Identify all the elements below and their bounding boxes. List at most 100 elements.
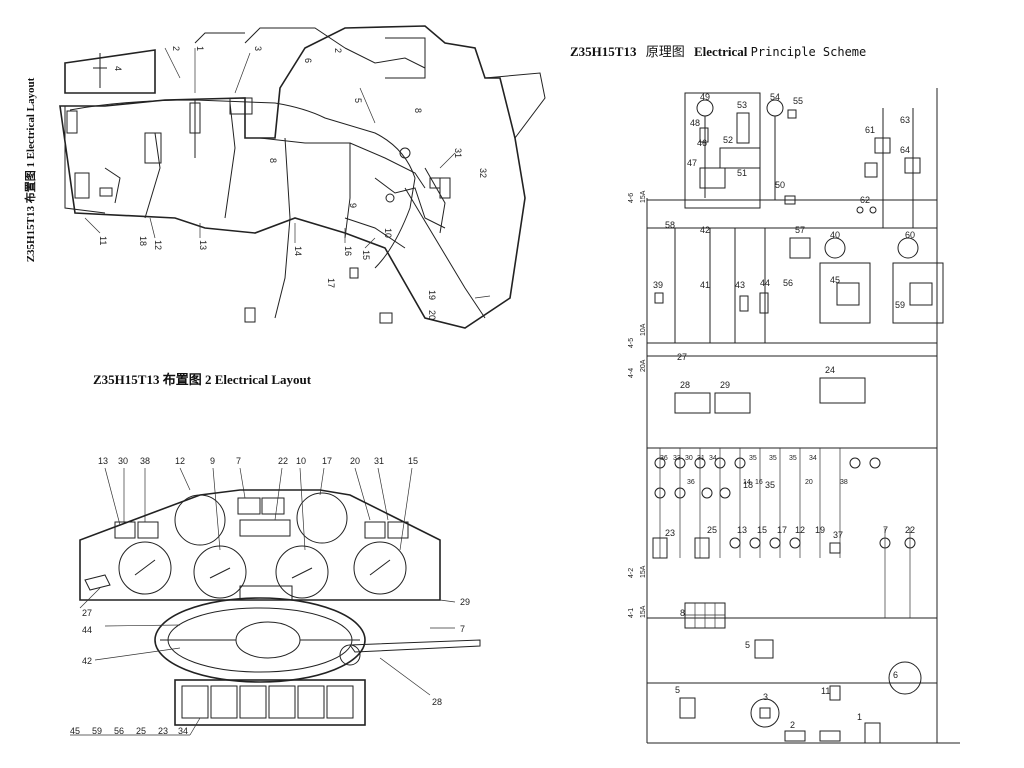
svg-text:12: 12 xyxy=(175,456,185,466)
scheme-diagram: 4-6 15A 4-5 10A 4-4 20A 4-2 15A 4-1 15A … xyxy=(628,88,960,744)
scheme-title-cn: 原理图 xyxy=(645,44,685,59)
svg-text:13: 13 xyxy=(737,525,747,535)
svg-text:15A: 15A xyxy=(640,605,647,618)
svg-text:31: 31 xyxy=(374,456,384,466)
layout1-title: Z35H15T13 布置图 1 Electrical Layout xyxy=(25,77,37,263)
svg-text:34: 34 xyxy=(178,726,188,736)
scheme-title: Z35H15T13 原理图 Electrical Principle Schem… xyxy=(570,41,866,60)
svg-text:34: 34 xyxy=(809,455,817,462)
svg-text:18: 18 xyxy=(743,480,753,490)
layout1-diagram: 4 2 1 3 2 5 6 8 8 31 32 9 10 11 18 12 13… xyxy=(59,25,546,329)
svg-text:6: 6 xyxy=(893,670,898,680)
svg-text:45: 45 xyxy=(70,726,80,736)
callout-42: 42 xyxy=(82,656,92,666)
svg-text:35: 35 xyxy=(789,455,797,462)
svg-text:20: 20 xyxy=(350,456,360,466)
svg-text:23: 23 xyxy=(665,528,675,538)
svg-text:54: 54 xyxy=(770,92,780,102)
svg-text:15: 15 xyxy=(361,250,371,260)
svg-text:13: 13 xyxy=(198,240,208,250)
svg-text:56: 56 xyxy=(783,278,793,288)
callout-44: 44 xyxy=(82,625,92,635)
svg-text:38: 38 xyxy=(840,479,848,486)
svg-text:45: 45 xyxy=(830,275,840,285)
svg-text:5: 5 xyxy=(353,98,363,103)
svg-text:35: 35 xyxy=(749,455,757,462)
callout-28: 28 xyxy=(432,697,442,707)
svg-text:35: 35 xyxy=(769,455,777,462)
callout-27: 27 xyxy=(82,608,92,618)
svg-text:27: 27 xyxy=(677,352,687,362)
svg-text:37: 37 xyxy=(833,530,843,540)
scheme-title-code: Z35H15T13 xyxy=(570,44,637,59)
svg-text:40: 40 xyxy=(830,230,840,240)
svg-text:4: 4 xyxy=(113,66,123,71)
svg-text:20: 20 xyxy=(805,479,813,486)
svg-text:7: 7 xyxy=(236,456,241,466)
svg-text:32: 32 xyxy=(478,168,488,178)
svg-text:14: 14 xyxy=(293,246,303,256)
layout2-title: Z35H15T13 布置图 2 Electrical Layout xyxy=(93,372,312,387)
svg-text:33: 33 xyxy=(673,455,681,462)
svg-text:48: 48 xyxy=(690,118,700,128)
svg-text:43: 43 xyxy=(735,280,745,290)
svg-text:6: 6 xyxy=(303,58,313,63)
svg-text:56: 56 xyxy=(114,726,124,736)
svg-text:12: 12 xyxy=(795,525,805,535)
svg-text:64: 64 xyxy=(900,145,910,155)
svg-text:17: 17 xyxy=(777,525,787,535)
svg-text:22: 22 xyxy=(905,525,915,535)
svg-text:25: 25 xyxy=(707,525,717,535)
svg-text:20A: 20A xyxy=(640,359,647,372)
svg-text:4-2: 4-2 xyxy=(628,568,635,578)
svg-text:2: 2 xyxy=(333,48,343,53)
svg-text:9: 9 xyxy=(348,203,358,208)
svg-text:30: 30 xyxy=(118,456,128,466)
svg-text:5: 5 xyxy=(745,640,750,650)
svg-text:16: 16 xyxy=(755,479,763,486)
svg-text:30: 30 xyxy=(685,455,693,462)
svg-text:8: 8 xyxy=(268,158,278,163)
svg-text:51: 51 xyxy=(737,168,747,178)
svg-text:9: 9 xyxy=(210,456,215,466)
callout-7r: 7 xyxy=(460,624,465,634)
svg-text:22: 22 xyxy=(278,456,288,466)
svg-text:61: 61 xyxy=(865,125,875,135)
svg-text:52: 52 xyxy=(723,135,733,145)
svg-text:24: 24 xyxy=(825,365,835,375)
svg-text:8: 8 xyxy=(413,108,423,113)
svg-text:18: 18 xyxy=(138,236,148,246)
svg-text:35: 35 xyxy=(765,480,775,490)
svg-text:36: 36 xyxy=(660,455,668,462)
svg-text:15A: 15A xyxy=(640,190,647,203)
svg-text:15A: 15A xyxy=(640,565,647,578)
svg-text:2: 2 xyxy=(790,720,795,730)
svg-text:19: 19 xyxy=(427,290,437,300)
svg-text:25: 25 xyxy=(136,726,146,736)
svg-text:36: 36 xyxy=(687,479,695,486)
svg-text:14: 14 xyxy=(743,479,751,486)
svg-text:49: 49 xyxy=(700,92,710,102)
svg-text:10A: 10A xyxy=(640,323,647,336)
svg-text:13: 13 xyxy=(98,456,108,466)
callout-29: 29 xyxy=(460,597,470,607)
svg-text:59: 59 xyxy=(895,300,905,310)
svg-text:34: 34 xyxy=(709,455,717,462)
svg-text:50: 50 xyxy=(775,180,785,190)
svg-text:39: 39 xyxy=(653,280,663,290)
svg-text:3: 3 xyxy=(253,46,263,51)
svg-text:19: 19 xyxy=(815,525,825,535)
svg-text:59: 59 xyxy=(92,726,102,736)
svg-text:4-1: 4-1 xyxy=(628,608,635,618)
svg-text:10: 10 xyxy=(296,456,306,466)
svg-text:12: 12 xyxy=(153,240,163,250)
svg-text:62: 62 xyxy=(860,195,870,205)
svg-text:1: 1 xyxy=(857,712,862,722)
svg-text:5: 5 xyxy=(675,685,680,695)
svg-text:29: 29 xyxy=(720,380,730,390)
svg-text:4-6: 4-6 xyxy=(628,193,635,203)
svg-text:38: 38 xyxy=(140,456,150,466)
scheme-title-bold: Electrical xyxy=(693,44,748,59)
svg-text:31: 31 xyxy=(453,148,463,158)
svg-text:10: 10 xyxy=(383,228,393,238)
